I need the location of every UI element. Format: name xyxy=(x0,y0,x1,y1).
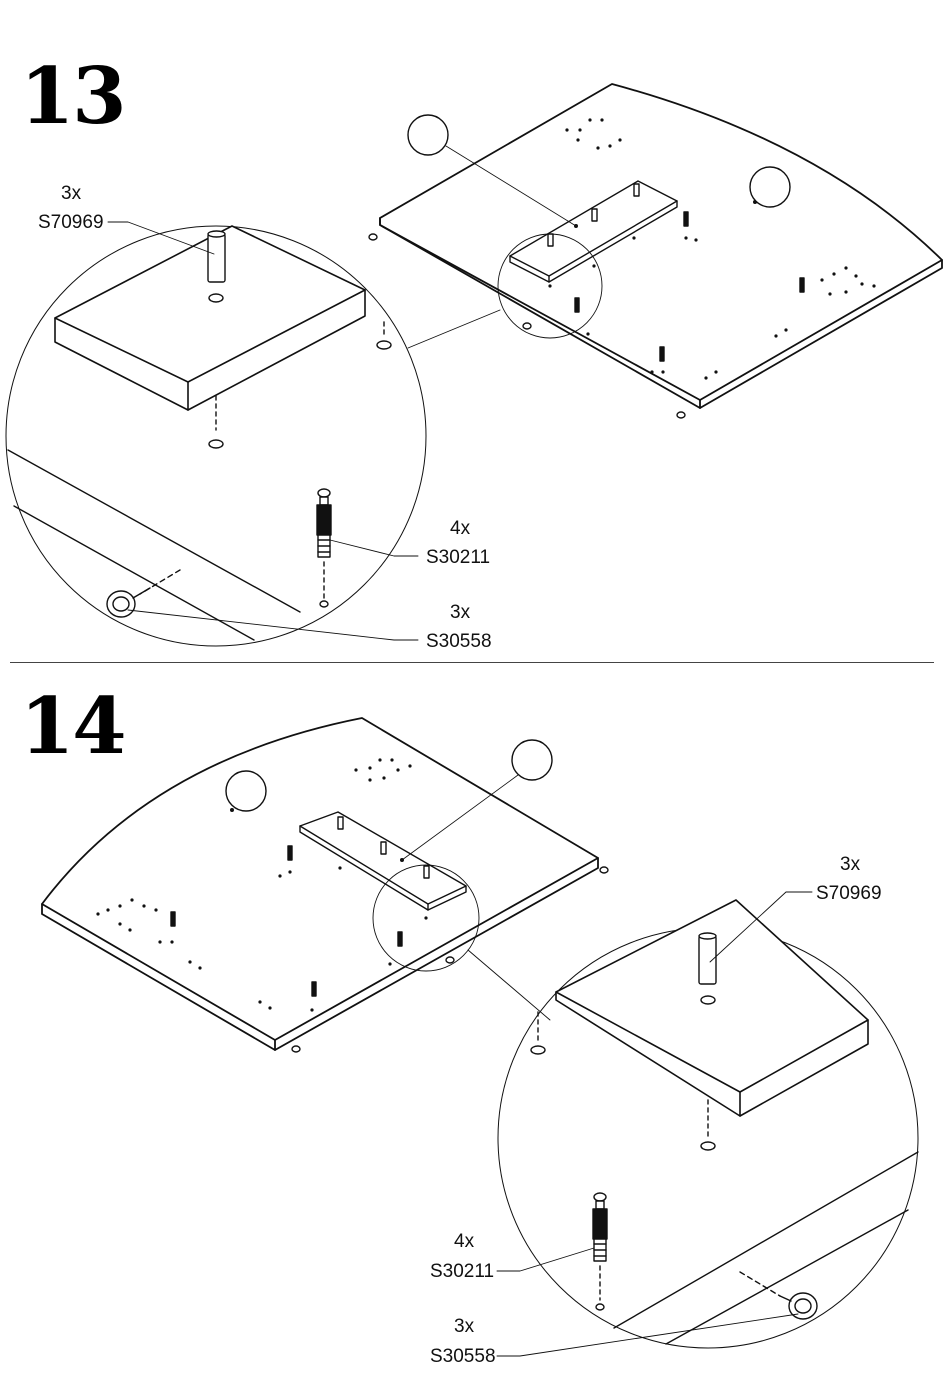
cam-bolt-qty-13: 4x xyxy=(450,518,471,539)
detail-view-14 xyxy=(497,899,919,1349)
cam-bolt-icon xyxy=(316,488,332,608)
cam-lock-code-13: S30558 xyxy=(426,631,492,652)
cam-bolt-icon-14 xyxy=(592,1192,608,1311)
detail-marker-13 xyxy=(497,233,603,339)
dowel-code-14: S70969 xyxy=(816,883,882,904)
board-dowels-14 xyxy=(337,816,430,879)
cam-lock-icon-14 xyxy=(779,1292,818,1320)
dowel-qty-14: 3x xyxy=(840,854,861,875)
cam-bolt-qty-14: 4x xyxy=(454,1231,475,1252)
panel-holes-14 xyxy=(96,758,428,1012)
leader-lines-14 xyxy=(496,891,813,1357)
dowel-icon-14 xyxy=(698,935,717,985)
callout-circle-d xyxy=(225,770,267,812)
step-divider xyxy=(10,662,934,663)
callout-circle-l-14 xyxy=(511,739,553,781)
dowel-qty-13: 3x xyxy=(61,183,82,204)
panel-d xyxy=(41,717,599,1051)
cam-bolt-code-14: S30211 xyxy=(430,1261,495,1282)
leader-lines-13 xyxy=(107,221,419,641)
detail-view-13 xyxy=(5,225,427,647)
dowel-code-13: S70969 xyxy=(38,212,104,233)
small-cam-locks-14 xyxy=(291,866,609,1053)
step-13-diagram xyxy=(5,83,943,647)
panel-holes-13 xyxy=(548,118,876,380)
step-14-diagram xyxy=(41,717,919,1357)
dowel-icon xyxy=(207,233,226,283)
cam-lock-qty-14: 3x xyxy=(454,1316,475,1337)
part-l-board-13 xyxy=(509,180,678,283)
small-cam-locks-13 xyxy=(368,233,686,419)
cam-lock-icon xyxy=(106,587,151,618)
part-l-board-14 xyxy=(299,811,467,911)
panel-c xyxy=(379,83,943,409)
cam-lock-code-14: S30558 xyxy=(430,1346,496,1367)
detail-marker-14 xyxy=(372,864,480,972)
step-number-14: 14 xyxy=(20,681,127,772)
callout-circle-l-13 xyxy=(407,114,449,156)
small-cam-bolts-13 xyxy=(574,211,805,362)
small-cam-bolts-14 xyxy=(170,845,403,997)
cam-bolt-code-13: S30211 xyxy=(426,547,491,568)
board-dowels-13 xyxy=(547,183,640,247)
callout-circle-c xyxy=(749,166,791,208)
step-number-13: 13 xyxy=(20,51,127,142)
cam-lock-qty-13: 3x xyxy=(450,602,471,623)
